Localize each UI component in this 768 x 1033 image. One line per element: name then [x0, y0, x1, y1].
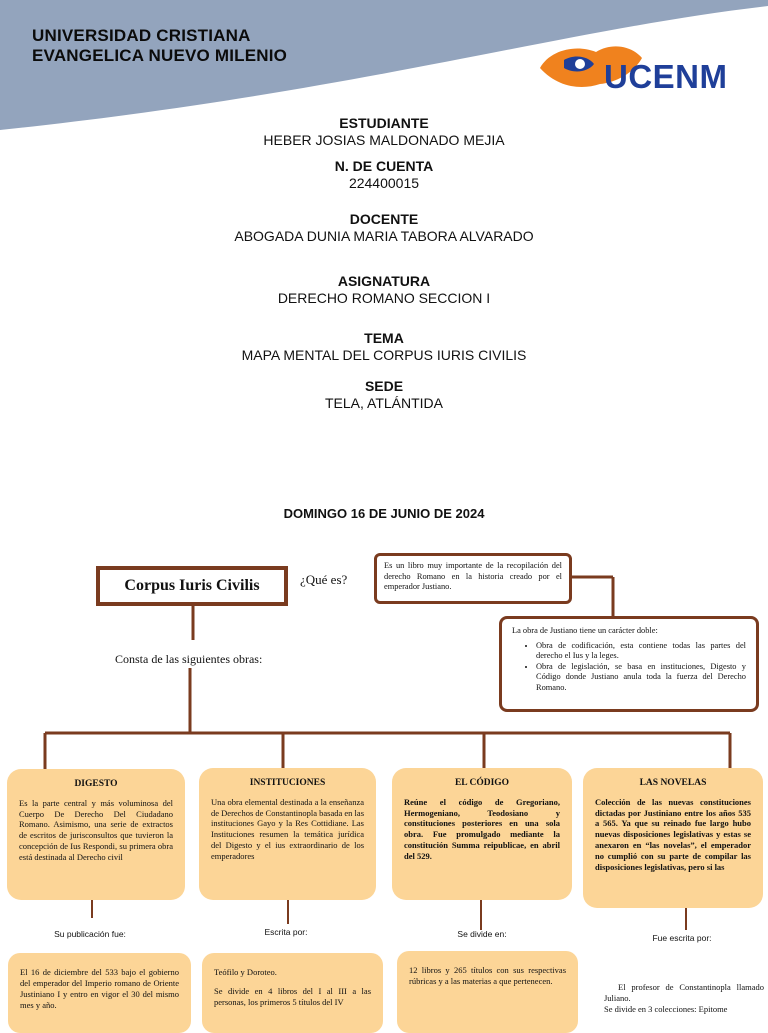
info-value: 224400015	[348, 175, 420, 191]
info-teacher: DOCENTE ABOGADA DUNIA MARIA TABORA ALVAR…	[0, 211, 768, 245]
character-item: Obra de codificación, esta contiene toda…	[536, 641, 746, 662]
header-band	[0, 0, 768, 130]
card-title: DIGESTO	[74, 779, 118, 789]
card-instituciones: INSTITUCIONES Una obra elemental destina…	[199, 768, 376, 900]
card-novelas: LAS NOVELAS Colección de las nuevas cons…	[583, 768, 763, 908]
info-value: TELA, ATLÁNTIDA	[325, 395, 443, 411]
consta-label: Consta de las siguientes obras:	[115, 652, 263, 666]
info-value: MAPA MENTAL DEL CORPUS IURIS CIVILIS	[241, 347, 527, 363]
detail-digesto: El 16 de diciembre del 533 bajo el gobie…	[8, 953, 191, 1033]
info-value: HEBER JOSIAS MALDONADO MEJIA	[263, 132, 505, 148]
ucenm-logo	[540, 46, 642, 87]
card-digesto: DIGESTO Es la parte central y más volumi…	[7, 769, 185, 900]
card-text: Una obra elemental destinada a la enseña…	[211, 796, 364, 861]
logo-text: UCENM	[604, 58, 728, 95]
card-text: Reúne el código de Gregoriano, Hermogeni…	[404, 796, 560, 861]
definition-box: Es un libro muy importante de la recopil…	[374, 553, 572, 604]
detail-text: El profesor de Constantinopla llamado Ju…	[604, 982, 764, 1003]
info-value: ABOGADA DUNIA MARIA TABORA ALVARADO	[234, 228, 534, 244]
info-topic: TEMA MAPA MENTAL DEL CORPUS IURIS CIVILI…	[0, 330, 768, 364]
info-label: SEDE	[364, 378, 404, 394]
character-box: La obra de Justiano tiene un carácter do…	[499, 616, 759, 712]
card-text: Es la parte central y más voluminosa del…	[19, 797, 173, 862]
detail-text: Se divide en 3 colecciones: Epitome	[604, 1004, 728, 1014]
character-list: Obra de codificación, esta contiene toda…	[512, 641, 746, 694]
info-subject: ASIGNATURA DERECHO ROMANO SECCION I	[0, 273, 768, 307]
character-intro: La obra de Justiano tiene un carácter do…	[512, 626, 658, 635]
connector-label: Su publicación fue:	[54, 929, 126, 939]
info-campus: SEDE TELA, ATLÁNTIDA	[0, 378, 768, 412]
detail-text: Se divide en 4 libros del I al III a las…	[214, 986, 371, 1007]
card-title: INSTITUCIONES	[249, 778, 326, 788]
connector-label: Se divide en:	[457, 929, 507, 939]
card-title: LAS NOVELAS	[639, 778, 707, 788]
connector-label: Escrita por:	[264, 927, 308, 937]
detail-codigo: 12 libros y 265 títulos con sus respecti…	[397, 951, 578, 1033]
map-title: Corpus Iuris Civilis	[96, 566, 288, 606]
info-label: N. DE CUENTA	[334, 158, 434, 174]
university-name: UNIVERSIDAD CRISTIANA EVANGELICA NUEVO M…	[32, 26, 287, 66]
card-text: Colección de las nuevas constituciones d…	[595, 796, 751, 872]
detail-instituciones: Teófilo y Doroteo. Se divide en 4 libros…	[202, 953, 383, 1033]
info-label: TEMA	[364, 330, 404, 346]
info-value: DERECHO ROMANO SECCION I	[277, 290, 491, 306]
card-codigo: EL CÓDIGO Reúne el código de Gregoriano,…	[392, 768, 572, 900]
detail-novelas: El profesor de Constantinopla llamado Ju…	[604, 982, 764, 1015]
info-label: ESTUDIANTE	[339, 115, 429, 131]
university-name-line2: EVANGELICA NUEVO MILENIO	[32, 46, 288, 65]
info-student: ESTUDIANTE HEBER JOSIAS MALDONADO MEJIA	[0, 115, 768, 149]
detail-text: El 16 de diciembre del 533 bajo el gobie…	[20, 967, 179, 1010]
connector-label: Fue escrita por:	[652, 933, 712, 943]
info-label: DOCENTE	[349, 211, 419, 227]
info-label: ASIGNATURA	[337, 273, 431, 289]
card-title: EL CÓDIGO	[454, 778, 510, 788]
document-date: DOMINGO 16 DE JUNIO DE 2024	[283, 506, 485, 521]
detail-text: 12 libros y 265 títulos con sus respecti…	[409, 965, 566, 986]
detail-text: Teófilo y Doroteo.	[214, 967, 277, 977]
character-item: Obra de legislación, se basa en instituc…	[536, 662, 746, 694]
question-label: ¿Qué es?	[300, 572, 348, 587]
info-account: N. DE CUENTA 224400015	[0, 158, 768, 192]
university-name-line1: UNIVERSIDAD CRISTIANA	[32, 26, 251, 45]
